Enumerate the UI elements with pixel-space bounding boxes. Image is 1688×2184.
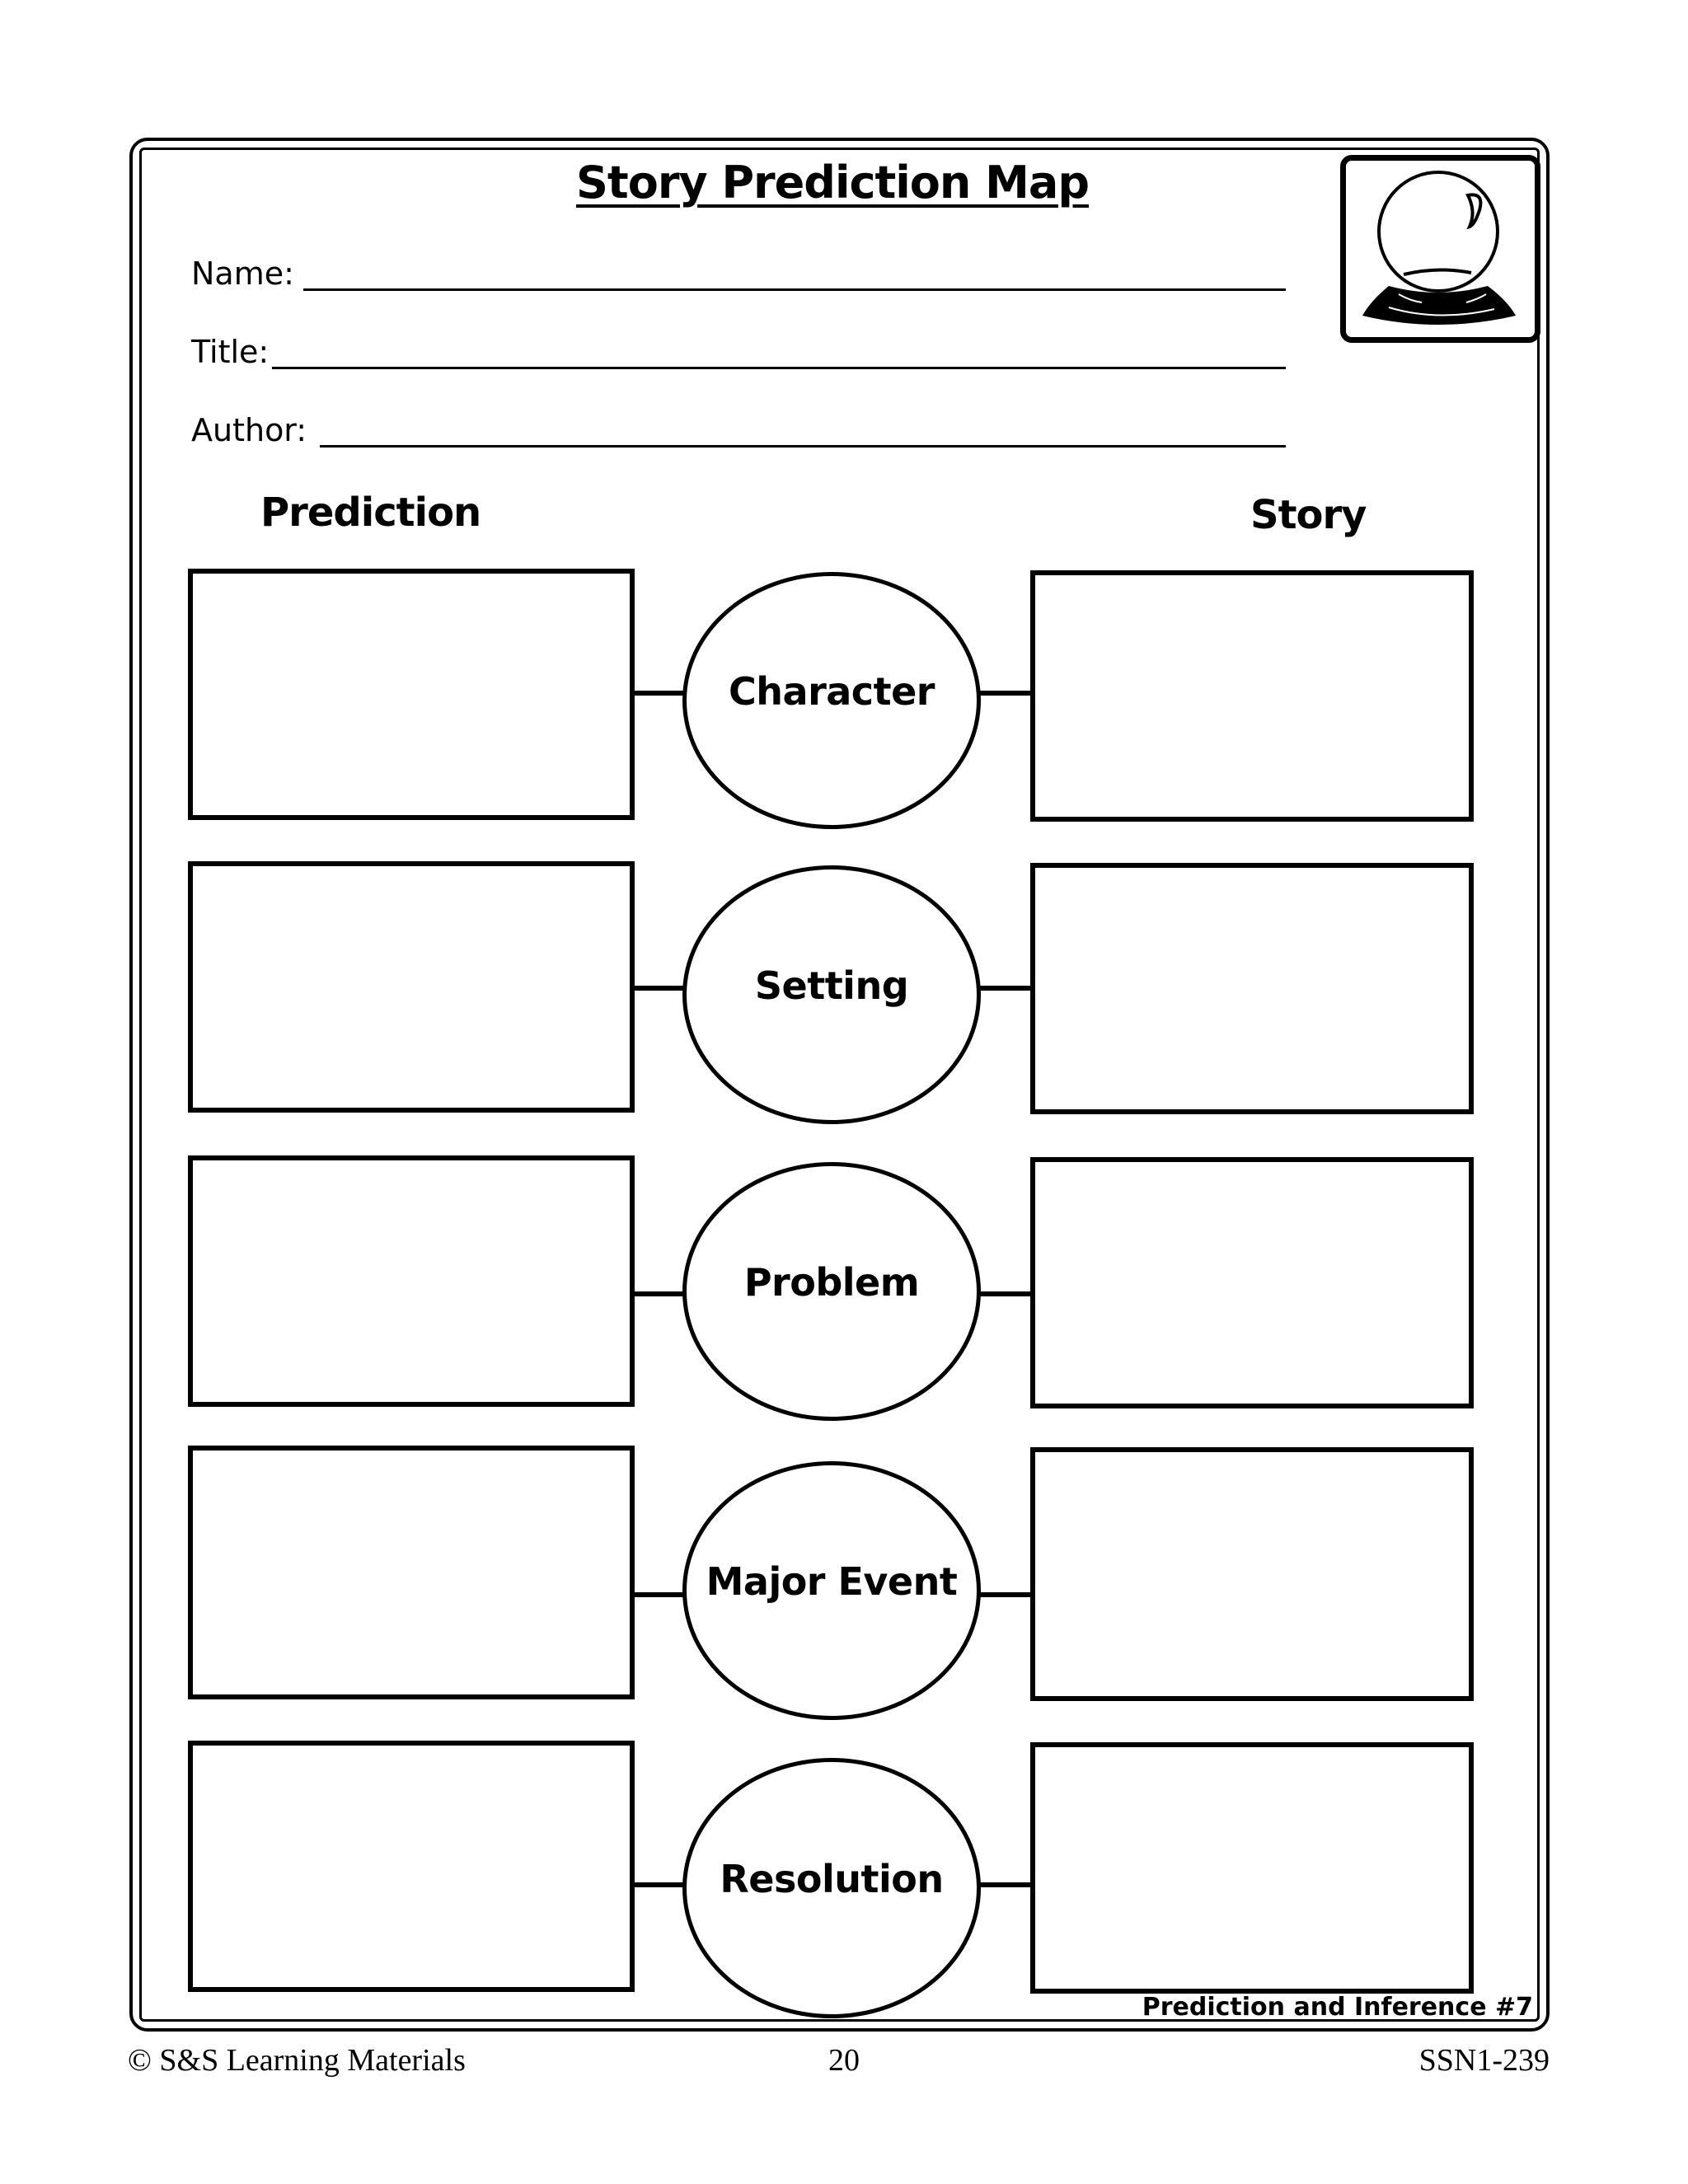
problem-prediction-box[interactable] (188, 1155, 635, 1407)
title-label: Title: (191, 334, 270, 370)
problem-story-box[interactable] (1030, 1157, 1474, 1408)
connector-line (635, 691, 686, 696)
author-field[interactable] (320, 445, 1286, 448)
name-label: Name: (191, 255, 294, 292)
publisher-credit: © S&S Learning Materials (128, 2043, 466, 2078)
page-outer-border (129, 138, 1550, 2032)
resolution-story-box[interactable] (1030, 1742, 1474, 1994)
name-field[interactable] (303, 288, 1286, 291)
character-label: Character (729, 669, 935, 714)
resolution-ellipse: Resolution (682, 1758, 981, 2018)
connector-line (978, 1291, 1032, 1296)
problem-label: Problem (743, 1260, 920, 1305)
major-event-prediction-box[interactable] (188, 1446, 635, 1699)
crystal-ball-svg (1362, 171, 1516, 325)
page-title: Story Prediction Map (576, 157, 1090, 209)
page-inner-border (139, 148, 1540, 2022)
crystal-ball-icon (1340, 155, 1540, 343)
series-tag: Prediction and Inference #7 (1142, 1993, 1533, 2022)
setting-prediction-box[interactable] (188, 861, 635, 1113)
major-event-story-box[interactable] (1030, 1447, 1474, 1701)
resolution-label: Resolution (720, 1857, 944, 1901)
setting-label: Setting (754, 963, 909, 1008)
connector-line (635, 986, 686, 991)
author-label: Author: (191, 412, 307, 448)
major-event-label: Major Event (706, 1559, 958, 1604)
story-column-header: Story (1250, 492, 1367, 538)
setting-ellipse: Setting (682, 865, 981, 1124)
connector-line (635, 1592, 686, 1597)
title-field[interactable] (272, 367, 1286, 369)
connector-line (978, 986, 1032, 991)
character-prediction-box[interactable] (188, 569, 635, 820)
resolution-prediction-box[interactable] (188, 1741, 635, 1992)
character-story-box[interactable] (1030, 570, 1474, 822)
page-number: 20 (828, 2043, 860, 2078)
setting-story-box[interactable] (1030, 863, 1474, 1114)
major-event-ellipse: Major Event (682, 1461, 981, 1720)
connector-line (635, 1291, 686, 1296)
connector-line (978, 691, 1032, 696)
character-ellipse: Character (682, 572, 981, 829)
problem-ellipse: Problem (682, 1162, 981, 1421)
product-code: SSN1-239 (1418, 2043, 1550, 2078)
connector-line (635, 1882, 686, 1887)
connector-line (978, 1882, 1032, 1887)
connector-line (978, 1592, 1032, 1597)
prediction-column-header: Prediction (260, 490, 481, 536)
